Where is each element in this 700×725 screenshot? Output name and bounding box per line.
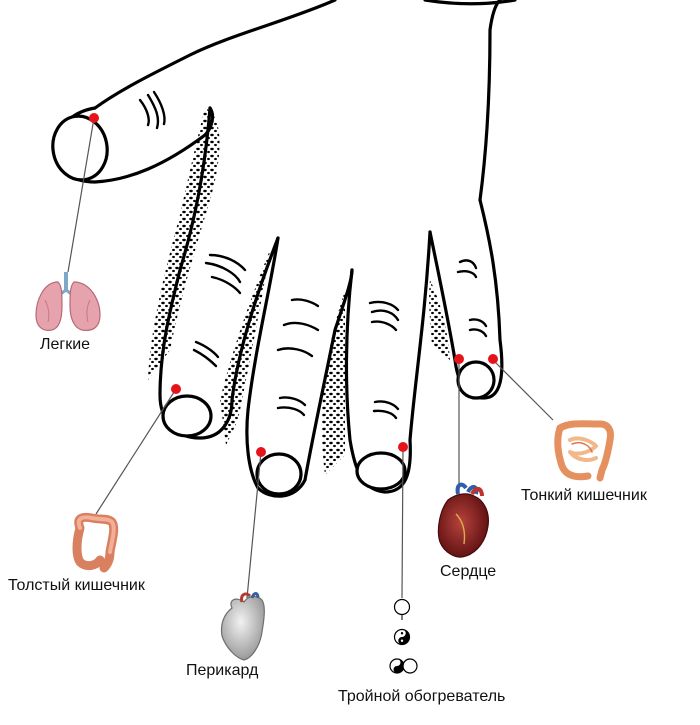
pericardium-icon bbox=[220, 592, 265, 661]
point-triple-heater bbox=[398, 442, 408, 452]
lungs-icon bbox=[35, 272, 101, 331]
label-pericardium: Перикард bbox=[186, 662, 259, 679]
heart-icon bbox=[437, 482, 489, 558]
triple-heater-icon bbox=[389, 598, 418, 674]
label-large-intestine: Толстый кишечник bbox=[8, 577, 145, 594]
label-small-intestine: Тонкий кишечник bbox=[521, 487, 647, 504]
large-intestine-icon bbox=[72, 512, 119, 573]
knuckle-creases bbox=[138, 90, 488, 420]
fingernails bbox=[51, 114, 496, 496]
small-intestine-icon bbox=[554, 420, 614, 482]
point-large-intestine bbox=[171, 384, 181, 394]
label-triple-heater: Тройной обогреватель bbox=[338, 688, 506, 705]
point-small-intestine bbox=[488, 354, 498, 364]
point-lungs bbox=[89, 113, 99, 123]
label-heart: Сердце bbox=[440, 563, 497, 580]
point-pericardium bbox=[256, 447, 266, 457]
acupoints bbox=[89, 113, 498, 457]
label-lungs: Легкие bbox=[40, 336, 91, 353]
hand-outline bbox=[53, 0, 517, 498]
point-heart bbox=[454, 354, 464, 364]
leader-lines bbox=[67, 117, 554, 599]
